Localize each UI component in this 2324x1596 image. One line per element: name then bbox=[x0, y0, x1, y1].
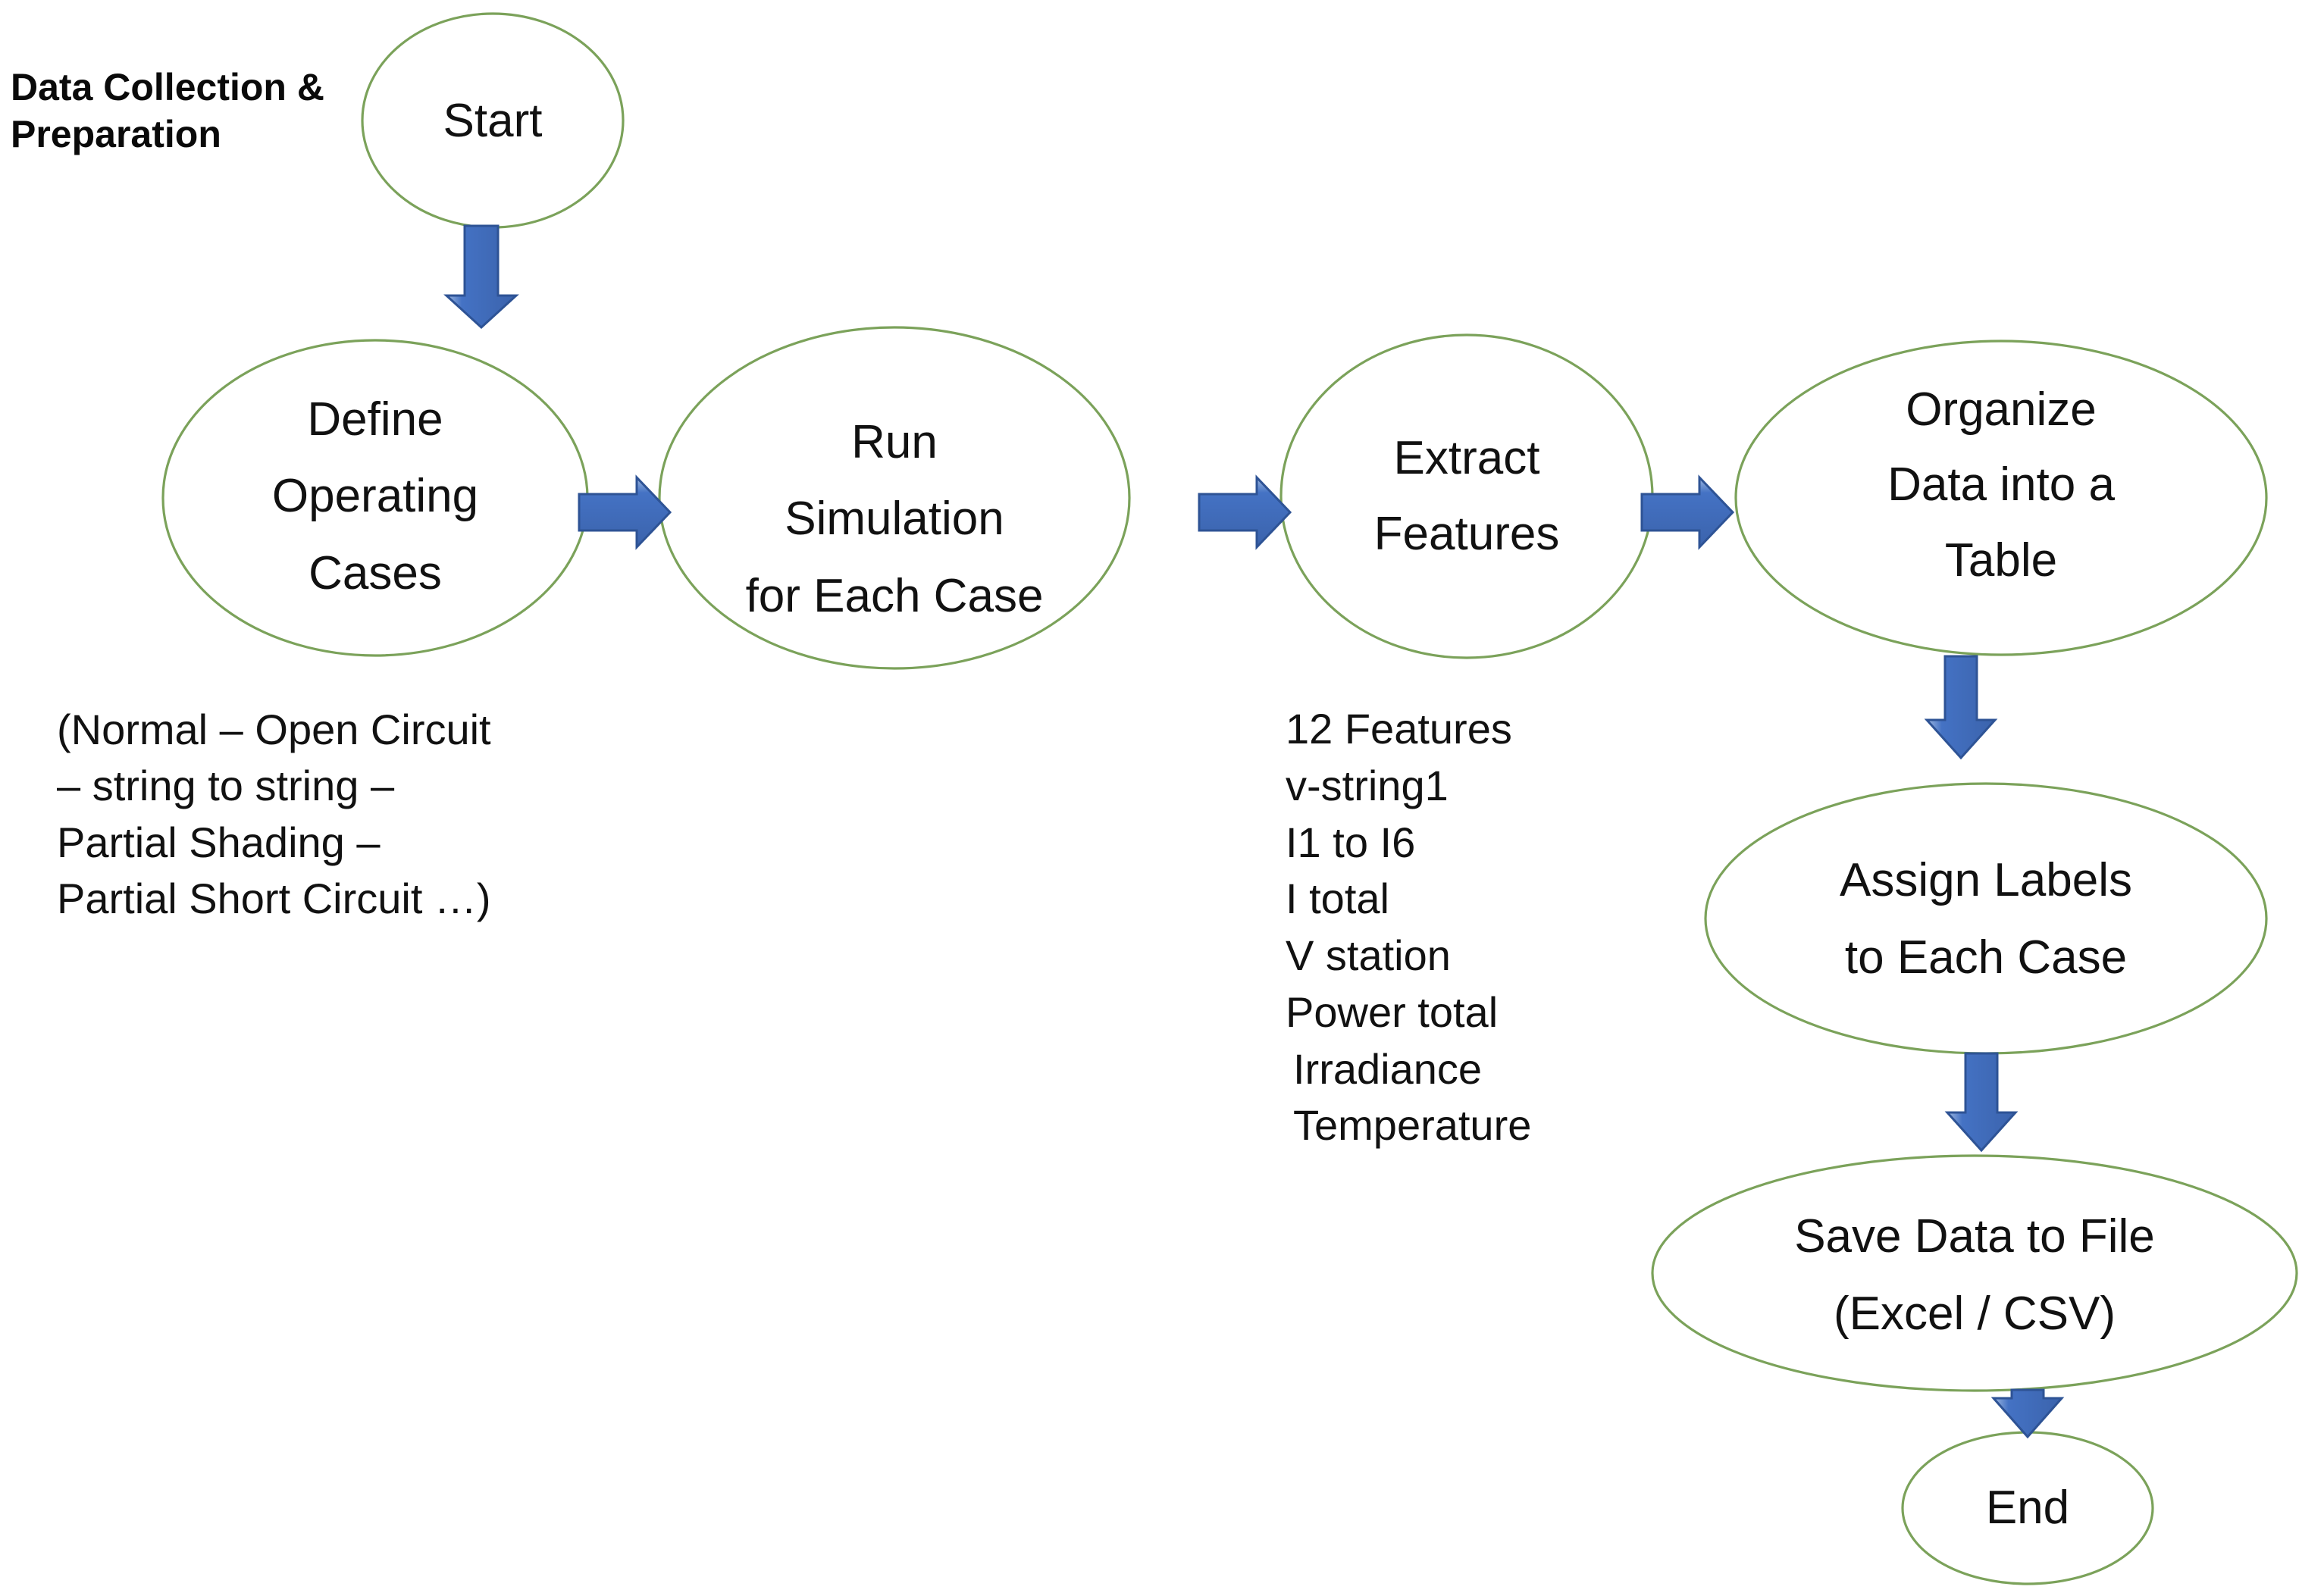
arrow-organize-to-assign bbox=[1924, 655, 1998, 760]
arrow-assign-to-save bbox=[1944, 1052, 2019, 1153]
annotation-feature-line-7: Irradiance bbox=[1293, 1044, 1483, 1093]
arrow-start-to-define bbox=[443, 224, 519, 330]
annotation-cases-line-1: (Normal – Open Circuit bbox=[57, 706, 491, 753]
annotation-feature-line-1: 12 Features bbox=[1286, 705, 1512, 753]
annotation-cases-line-2: – string to string – bbox=[57, 762, 395, 810]
annotation-feature-line-2: v-string1 bbox=[1286, 761, 1449, 809]
arrow-extract-to-organize bbox=[1640, 474, 1735, 550]
diagram-title: Data Collection & Preparation bbox=[11, 64, 337, 158]
annotation-feature-line-6: Power total bbox=[1286, 987, 1499, 1036]
annotation-feature-line-4: I total bbox=[1286, 875, 1389, 923]
node-ellipse-organize-data[interactable] bbox=[1734, 340, 2268, 656]
node-ellipse-extract-features[interactable] bbox=[1279, 333, 1654, 659]
node-ellipse-define-operating-cases[interactable] bbox=[161, 339, 589, 657]
diagram-title-line-2: Preparation bbox=[11, 113, 221, 155]
annotation-cases-line-3: Partial Shading – bbox=[57, 818, 381, 866]
annotation-feature-list: 12 Features v-string1 I1 to I6 I total V… bbox=[1286, 701, 1531, 1154]
diagram-title-line-1: Data Collection & bbox=[11, 66, 324, 108]
node-ellipse-assign-labels[interactable] bbox=[1704, 782, 2268, 1055]
node-ellipse-start[interactable] bbox=[361, 12, 625, 229]
annotation-cases-line-4: Partial Short Circuit …) bbox=[57, 875, 491, 923]
node-ellipse-run-simulation[interactable] bbox=[658, 326, 1131, 670]
annotation-feature-line-5: V station bbox=[1286, 931, 1451, 979]
annotation-operating-cases: (Normal – Open Circuit – string to strin… bbox=[57, 702, 491, 928]
arrow-run-to-extract bbox=[1198, 474, 1292, 550]
annotation-feature-line-3: I1 to I6 bbox=[1286, 818, 1416, 866]
arrow-define-to-run bbox=[578, 474, 672, 550]
node-ellipse-save-data[interactable] bbox=[1651, 1154, 2298, 1392]
node-ellipse-end[interactable] bbox=[1901, 1431, 2154, 1585]
arrow-save-to-end bbox=[1990, 1388, 2065, 1439]
annotation-feature-line-8: Temperature bbox=[1293, 1101, 1532, 1150]
